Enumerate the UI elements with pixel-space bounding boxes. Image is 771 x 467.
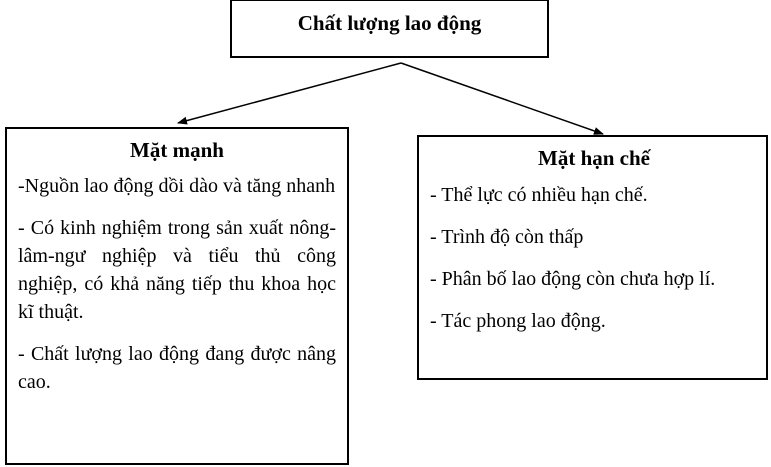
limitation-item: - Phân bố lao động còn chưa hợp lí. xyxy=(430,268,716,290)
strengths-node: Mặt mạnh -Nguồn lao động dồi dào và tăng… xyxy=(5,127,349,465)
arrow-to-limitations xyxy=(400,62,604,135)
strength-item: - Chất lượng lao động đang được nâng cao… xyxy=(18,343,336,393)
arrow-to-strengths xyxy=(177,62,402,125)
limitation-item: - Tác phong lao động. xyxy=(430,310,606,332)
limitations-heading: Mặt hạn chế xyxy=(538,146,650,170)
limitation-item: - Trình độ còn thấp xyxy=(430,226,584,248)
root-title: Chất lượng lao động xyxy=(297,11,482,35)
root-node: Chất lượng lao động xyxy=(230,0,549,58)
strength-item: -Nguồn lao động dồi dào và tăng nhanh xyxy=(18,175,336,197)
strength-item: - Có kinh nghiệm trong sản xuất nông-lâm… xyxy=(18,217,336,323)
strengths-heading: Mặt mạnh xyxy=(130,138,224,162)
limitations-node: Mặt hạn chế - Thể lực có nhiều hạn chế. … xyxy=(417,135,768,380)
limitation-item: - Thể lực có nhiều hạn chế. xyxy=(430,184,648,206)
